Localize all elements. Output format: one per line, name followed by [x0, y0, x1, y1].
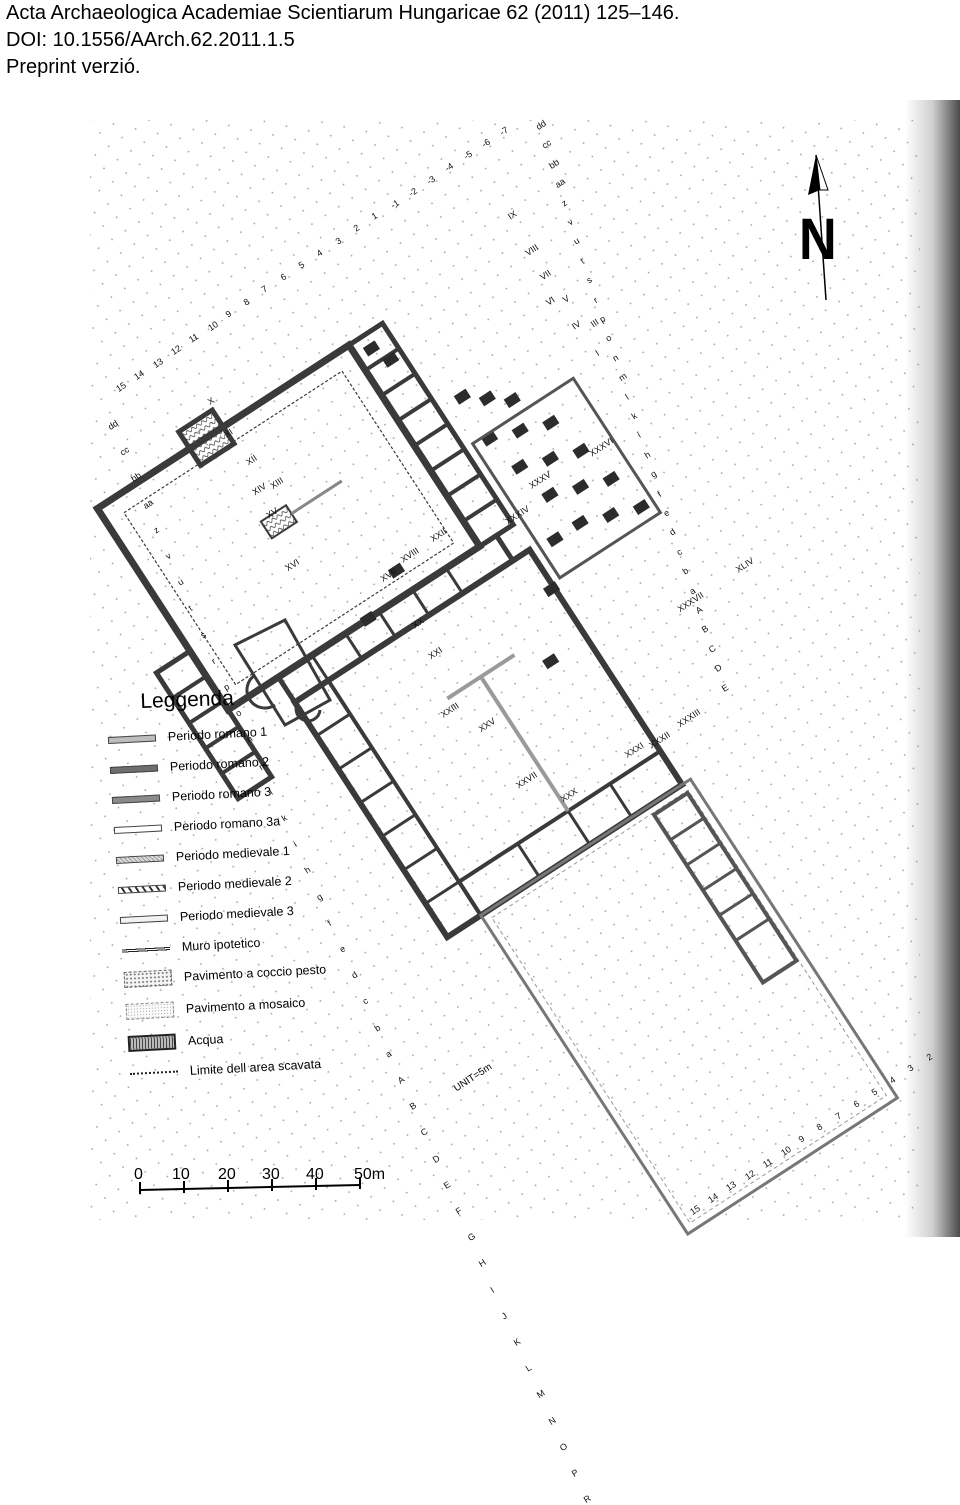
grid-label-left: L — [523, 1362, 534, 1374]
bath-complex-outline — [470, 376, 663, 580]
legend-swatch — [125, 1001, 175, 1020]
grid-label-left: H — [476, 1257, 488, 1269]
legend-swatch — [113, 823, 163, 834]
grid-label-left: I — [488, 1285, 497, 1295]
citation-line-journal: Acta Archaeologica Academiae Scientiarum… — [6, 2, 680, 24]
legend-swatch — [129, 1070, 178, 1075]
west-wing — [152, 647, 276, 803]
citation-header: Acta Archaeologica Academiae Scientiarum… — [6, 0, 946, 81]
grid-label-left: R — [581, 1493, 593, 1505]
grid-label-left: N — [546, 1415, 558, 1427]
grid-label-left: P — [569, 1467, 581, 1479]
scale-tick-label: 10 — [172, 1166, 190, 1183]
legend-label: Muro ipotetico — [181, 935, 261, 954]
grid-label-left: M — [534, 1387, 547, 1401]
scale-tick-label: 40 — [306, 1166, 324, 1183]
north-arrow-icon — [808, 154, 829, 301]
legend-swatch — [127, 1033, 177, 1052]
legend-label: Periodo romano 2 — [169, 754, 270, 774]
legend-swatch — [119, 913, 169, 924]
north-label: N — [798, 207, 837, 272]
scale-tick-label: 50m — [354, 1166, 386, 1183]
water-tank-north — [175, 406, 238, 469]
building-complex — [92, 319, 900, 1237]
grid-label-left: J — [499, 1310, 509, 1322]
legend-swatch — [111, 793, 161, 804]
legend-swatch — [109, 763, 159, 774]
legend-label: Periodo medievale 2 — [177, 873, 293, 894]
west-annex — [232, 618, 333, 728]
legend-label: Acqua — [187, 1032, 224, 1048]
site-plan: IX VIII VII VI V IV III I X XI XII XIII … — [0, 100, 960, 1237]
bath-complex-blocks — [359, 340, 650, 670]
scale-tick-label: 30 — [262, 1166, 280, 1183]
legend-label: Limite dell area scavata — [189, 1056, 322, 1078]
east-small-rooms — [651, 790, 800, 986]
legend-title: Leggenda — [140, 686, 235, 713]
legend-swatch — [107, 733, 157, 744]
southern-enclosure — [478, 777, 900, 1237]
scale-bar — [139, 1177, 361, 1194]
legend-label: Periodo medievale 3 — [179, 903, 295, 924]
site-plan-drawing — [90, 100, 960, 1237]
legend-swatch — [123, 969, 173, 988]
scale-tick-label: 0 — [134, 1166, 143, 1183]
legend-label: Periodo romano 3 — [171, 784, 272, 804]
citation-line-preprint: Preprint verzió. — [6, 56, 141, 78]
grid-label-left: K — [511, 1336, 523, 1348]
grid-label-left: O — [557, 1440, 570, 1454]
legend-swatch — [121, 943, 171, 954]
legend-swatch — [115, 853, 165, 864]
west-portico-rooms — [291, 677, 484, 940]
scale-tick-label: 20 — [218, 1166, 236, 1183]
legend-label: Pavimento a mosaico — [185, 995, 306, 1016]
legend-label: Periodo medievale 1 — [175, 843, 291, 864]
legend-swatch — [117, 883, 167, 894]
legend-label: Periodo romano 3a — [173, 814, 281, 834]
citation-line-doi: DOI: 10.1556/AArch.62.2011.1.5 — [6, 29, 295, 51]
